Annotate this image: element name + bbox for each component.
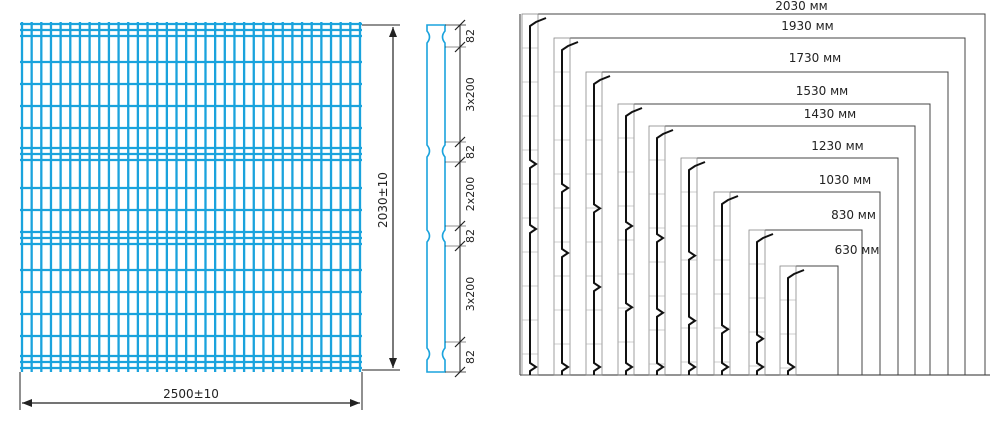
panel-front-view bbox=[20, 22, 362, 372]
panel-profile-line bbox=[625, 107, 643, 375]
segment-label: 3x200 bbox=[464, 277, 477, 312]
height-frame bbox=[730, 191, 881, 375]
height-label: 1930 мм bbox=[781, 19, 833, 33]
panel-profile-line bbox=[656, 129, 674, 375]
segment-label: 82 bbox=[464, 350, 477, 364]
panel-height-label: 2030±10 bbox=[376, 172, 390, 228]
dimension-tick bbox=[454, 19, 466, 31]
height-series-diagram: 2030 мм 1930 мм 1730 мм 1530 мм 1430 мм 1230 … bbox=[519, 0, 990, 376]
height-frame bbox=[602, 71, 949, 375]
panel-profile-line bbox=[721, 195, 739, 375]
segment-label: 2x200 bbox=[464, 177, 477, 212]
height-frame bbox=[538, 13, 986, 375]
height-label: 2030 мм bbox=[775, 0, 827, 13]
height-label: 1530 мм bbox=[796, 84, 848, 98]
panel-profile-line bbox=[787, 269, 805, 375]
panel-width-dimension: 2500±10 bbox=[19, 372, 363, 410]
height-label: 630 мм bbox=[835, 243, 880, 257]
profile-section-view bbox=[426, 24, 446, 373]
height-frame bbox=[570, 37, 966, 375]
height-frame bbox=[697, 157, 899, 375]
panel-profile-line bbox=[756, 233, 774, 375]
height-frame bbox=[665, 125, 916, 375]
height-label: 1430 мм bbox=[804, 107, 856, 121]
profile-dimension-chain: 82 3x200 82 2x200 82 3x200 82 bbox=[445, 19, 477, 378]
height-label: 830 мм bbox=[831, 208, 876, 222]
panel-profile-line bbox=[529, 17, 547, 375]
height-label: 1230 мм bbox=[811, 139, 863, 153]
panel-width-label: 2500±10 bbox=[163, 387, 219, 401]
segment-label: 3x200 bbox=[464, 77, 477, 112]
panel-profile-line bbox=[593, 75, 611, 375]
height-frame bbox=[634, 103, 931, 375]
panel-profile-line bbox=[561, 41, 579, 375]
panel-height-dimension: 2030±10 bbox=[362, 24, 400, 371]
dimension-tick bbox=[454, 366, 466, 378]
panel-profile-line bbox=[688, 161, 706, 375]
segment-label: 82 bbox=[464, 29, 477, 43]
profile-outline bbox=[426, 24, 446, 373]
segment-label: 82 bbox=[464, 145, 477, 159]
height-label: 1730 мм bbox=[789, 51, 841, 65]
segment-label: 82 bbox=[464, 229, 477, 243]
height-label: 1030 мм bbox=[819, 173, 871, 187]
height-frame bbox=[796, 265, 839, 375]
height-frame bbox=[765, 229, 863, 375]
